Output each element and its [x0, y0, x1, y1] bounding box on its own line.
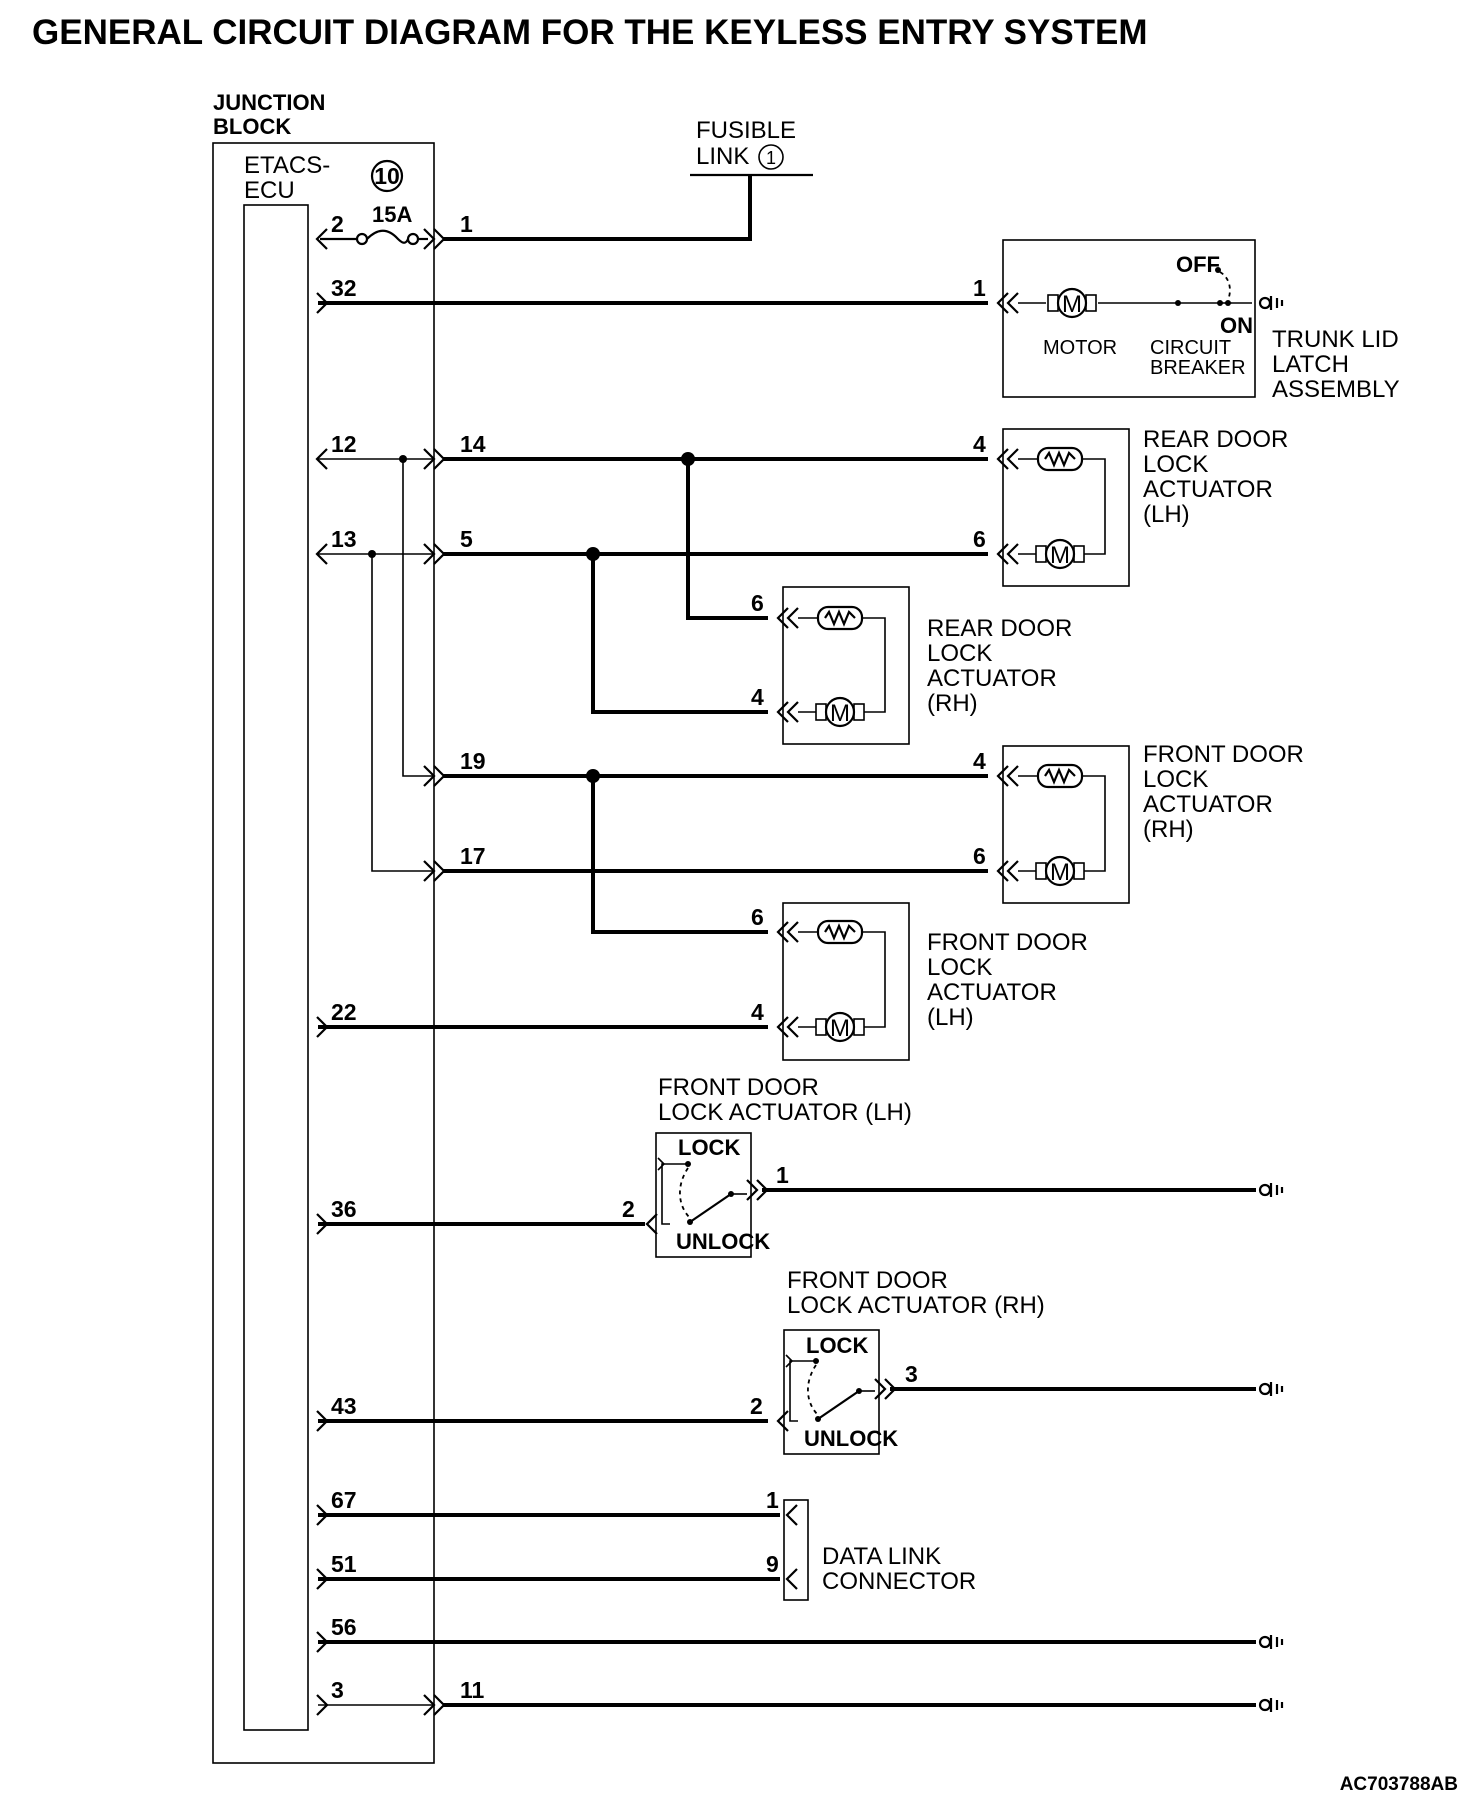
lock-switch-rh-label: FRONT DOOR: [787, 1267, 948, 1294]
trunk-motor-label: MOTOR: [1043, 337, 1117, 359]
rear-lh-label-2: LOCK: [1143, 451, 1208, 478]
trunk-lid-label: TRUNK LID: [1272, 326, 1399, 353]
svg-text:4: 4: [973, 748, 986, 774]
svg-text:LOCK: LOCK: [678, 1135, 740, 1160]
wires: [318, 175, 1256, 1707]
front-lh-label-4: (LH): [927, 1004, 974, 1031]
figure-code: AC703788AB: [1340, 1774, 1458, 1795]
svg-text:4: 4: [751, 999, 764, 1025]
trunk-off-label: OFF: [1176, 252, 1220, 277]
svg-text:5: 5: [460, 526, 473, 552]
motor-icon: M: [1047, 287, 1097, 319]
fusible-link-label: FUSIBLE: [696, 117, 796, 144]
connector-arrows: [315, 228, 1019, 1716]
rear-lh-label-3: ACTUATOR: [1143, 476, 1273, 503]
rear-door-lock-actuator-rh: [782, 586, 910, 745]
svg-text:6: 6: [973, 843, 986, 869]
front-lh-label-3: ACTUATOR: [927, 979, 1057, 1006]
rear-door-lock-actuator-lh: [1002, 428, 1130, 587]
data-link-label: DATA LINK: [822, 1543, 941, 1570]
front-door-lock-actuator-rh: [1002, 745, 1130, 904]
svg-text:M: M: [1062, 291, 1082, 318]
pin-numbers: 2 1 32 1 12 14 13 5 4 6 6 4 19 17 4 6 6 …: [331, 211, 986, 1703]
front-lh-label: FRONT DOOR: [927, 929, 1088, 956]
rear-rh-label-2: LOCK: [927, 640, 992, 667]
svg-text:2: 2: [622, 1196, 635, 1222]
svg-text:43: 43: [331, 1393, 357, 1419]
trunk-lid-label-3: ASSEMBLY: [1272, 376, 1400, 403]
svg-text:4: 4: [973, 431, 986, 457]
data-link-connector: [783, 1499, 809, 1601]
front-door-lock-switch-lh: LOCK UNLOCK: [655, 1132, 770, 1258]
front-rh-label: FRONT DOOR: [1143, 741, 1304, 768]
junction-block-frame: [212, 142, 435, 1764]
svg-text:3: 3: [905, 1361, 918, 1387]
svg-text:1: 1: [776, 1162, 789, 1188]
fuse-number: 10: [374, 163, 400, 189]
ground-icons: [1258, 294, 1284, 1714]
lock-switch-lh-label-2: LOCK ACTUATOR (LH): [658, 1099, 912, 1126]
svg-text:2: 2: [750, 1393, 763, 1419]
fusible-link-number: 1: [766, 148, 776, 168]
fuse-symbol: [320, 229, 428, 246]
rear-lh-label: REAR DOOR: [1143, 426, 1288, 453]
lock-switch-rh-label-2: LOCK ACTUATOR (RH): [787, 1292, 1045, 1319]
front-door-lock-actuator-lh: [782, 902, 910, 1061]
svg-text:36: 36: [331, 1196, 357, 1222]
svg-text:51: 51: [331, 1551, 357, 1577]
svg-text:12: 12: [331, 431, 357, 457]
svg-text:6: 6: [751, 904, 764, 930]
front-rh-label-4: (RH): [1143, 816, 1194, 843]
svg-text:67: 67: [331, 1487, 357, 1513]
front-rh-label-2: LOCK: [1143, 766, 1208, 793]
front-rh-label-3: ACTUATOR: [1143, 791, 1273, 818]
svg-text:6: 6: [973, 526, 986, 552]
lock-switch-lh-label: FRONT DOOR: [658, 1074, 819, 1101]
svg-text:14: 14: [460, 431, 486, 457]
svg-text:1: 1: [460, 211, 473, 237]
etacs-ecu-block: [243, 204, 309, 1731]
svg-text:UNLOCK: UNLOCK: [804, 1426, 898, 1451]
trunk-on-label: ON: [1220, 313, 1253, 338]
fusible-link-label-2: LINK: [696, 143, 749, 170]
trunk-lid-label-2: LATCH: [1272, 351, 1349, 378]
page-title: GENERAL CIRCUIT DIAGRAM FOR THE KEYLESS …: [32, 13, 1148, 52]
circuit-breaker-label: CIRCUIT: [1150, 337, 1231, 359]
svg-text:9: 9: [766, 1551, 779, 1577]
svg-text:2: 2: [331, 211, 344, 237]
fuse-number-circle: [370, 159, 404, 193]
svg-text:13: 13: [331, 526, 357, 552]
svg-text:17: 17: [460, 843, 486, 869]
svg-text:11: 11: [460, 1677, 485, 1703]
svg-text:6: 6: [751, 590, 764, 616]
junction-dots: [368, 452, 695, 783]
trunk-lid-latch-assembly: M OFF ON MOTOR CIRCUIT BREAKER: [1002, 239, 1256, 398]
front-door-lock-switch-rh: LOCK UNLOCK: [783, 1329, 898, 1455]
svg-text:1: 1: [766, 1487, 779, 1513]
svg-text:22: 22: [331, 999, 357, 1025]
front-lh-label-2: LOCK: [927, 954, 992, 981]
rear-rh-label-4: (RH): [927, 690, 978, 717]
rear-rh-label-3: ACTUATOR: [927, 665, 1057, 692]
svg-text:UNLOCK: UNLOCK: [676, 1229, 770, 1254]
svg-text:56: 56: [331, 1614, 357, 1640]
fuse-rating: 15A: [372, 202, 412, 227]
svg-text:LOCK: LOCK: [806, 1333, 868, 1358]
fusible-link-number-circle: [758, 144, 784, 170]
circuit-breaker-label-2: BREAKER: [1150, 357, 1246, 379]
ecu-label: ETACS-: [244, 152, 330, 179]
junction-block-label: JUNCTION: [213, 90, 325, 115]
svg-text:32: 32: [331, 275, 357, 301]
svg-text:3: 3: [331, 1677, 344, 1703]
rear-rh-label: REAR DOOR: [927, 615, 1072, 642]
junction-block-label-2: BLOCK: [213, 114, 291, 139]
svg-text:4: 4: [751, 684, 764, 710]
svg-text:19: 19: [460, 748, 486, 774]
svg-text:1: 1: [973, 275, 986, 301]
rear-lh-label-4: (LH): [1143, 501, 1190, 528]
data-link-label-2: CONNECTOR: [822, 1568, 976, 1595]
ecu-label-2: ECU: [244, 177, 295, 204]
